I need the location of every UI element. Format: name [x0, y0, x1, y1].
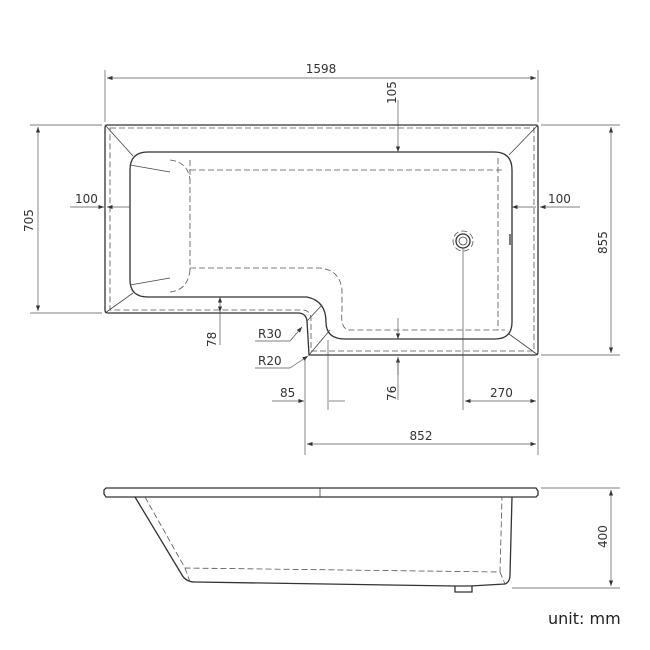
- basin-floor-hidden: [169, 158, 505, 331]
- corner-lines: [104, 124, 539, 356]
- dim-bottom-rim-right: 76: [385, 386, 399, 401]
- dim-overall-length: 1598: [306, 62, 337, 76]
- unit-label: unit: mm: [548, 609, 621, 628]
- dim-narrow-width: 705: [22, 209, 36, 232]
- dim-depth: 400: [596, 525, 610, 548]
- dim-bottom-rim-left: 78: [205, 332, 219, 347]
- rim-profile: [103, 487, 539, 498]
- side-view: 400: [103, 487, 620, 593]
- dim-waste-offset: 270: [490, 386, 513, 400]
- radius-inner-label: R20: [258, 354, 282, 368]
- radius-outer-label: R30: [258, 327, 282, 341]
- dim-right-rim: 100: [548, 192, 571, 206]
- body-profile: [134, 496, 513, 587]
- waste-outlet-inner: [458, 236, 468, 246]
- plan-view: [104, 124, 539, 356]
- dim-wide-section-length: 852: [410, 429, 433, 443]
- waste-fitting: [454, 586, 473, 593]
- basin-outline: [129, 151, 513, 340]
- dim-left-rim: 100: [75, 192, 98, 206]
- dimensions: 1598 105 100 100 705 855 78 R30 R20 85 7…: [22, 62, 620, 455]
- waste-outlet-hidden: [452, 230, 474, 252]
- dim-wide-width: 855: [596, 231, 610, 254]
- dim-step-offset: 85: [280, 386, 295, 400]
- outer-rim-hidden: [109, 127, 535, 352]
- outer-outline: [104, 124, 539, 356]
- waste-outlet: [455, 233, 471, 249]
- dim-top-rim: 105: [385, 81, 399, 104]
- body-hidden: [144, 496, 506, 585]
